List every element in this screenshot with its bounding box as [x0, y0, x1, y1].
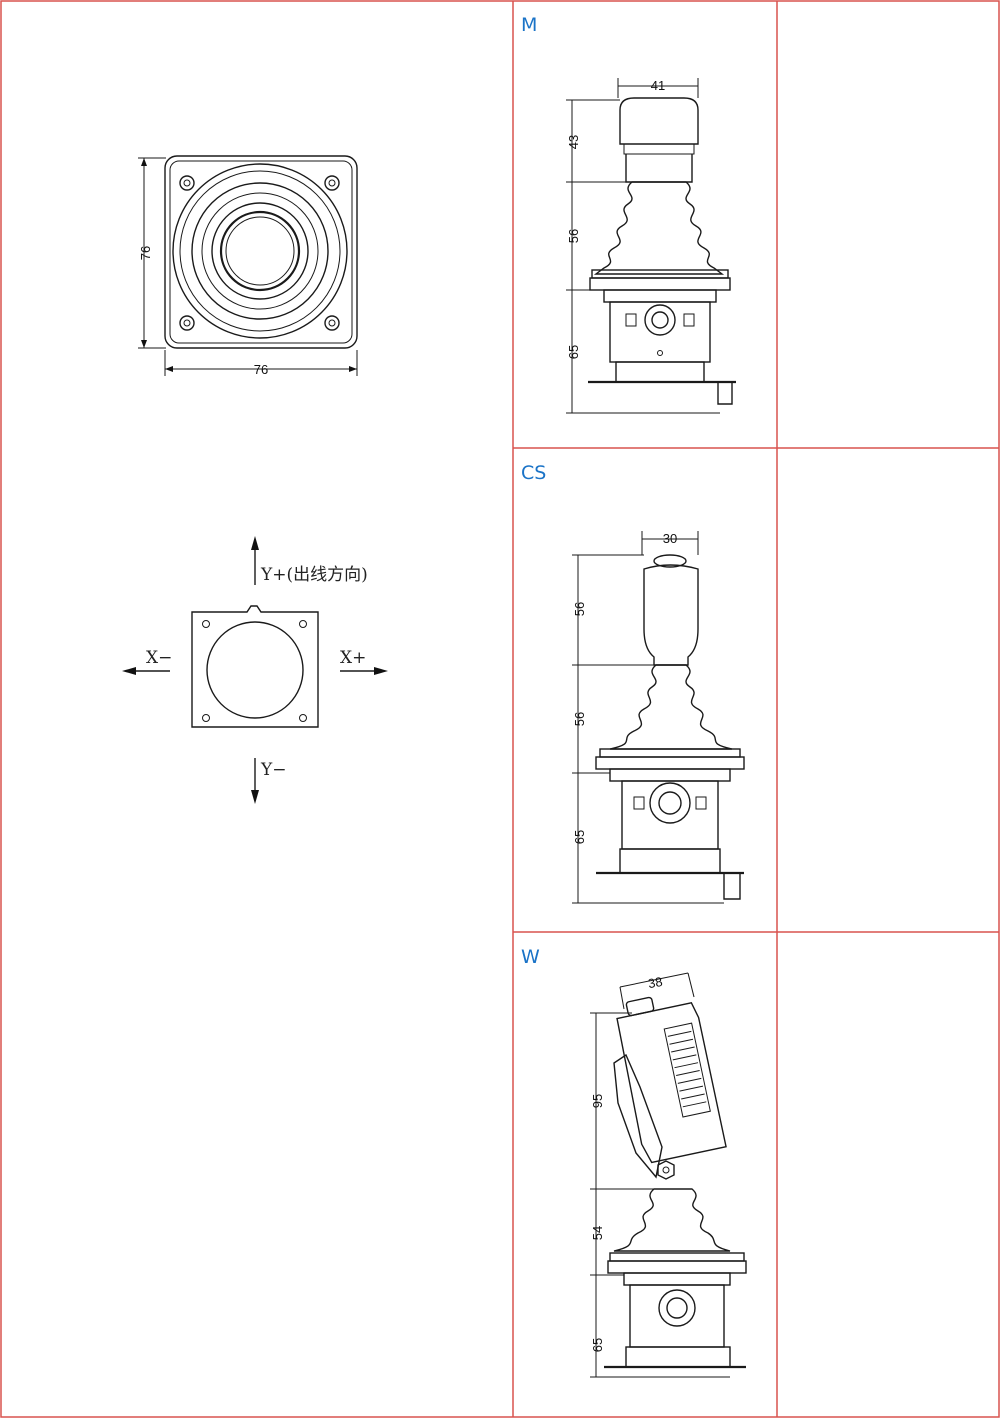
- cs-dim-grip-height: 56: [572, 602, 587, 616]
- cs-dim-boot-height: 56: [572, 712, 587, 726]
- m-dim-knob-width: 41: [651, 78, 665, 93]
- flange-outline: [164, 155, 358, 349]
- m-dim-body-height: 65: [566, 345, 581, 359]
- top-view-drawing: 76 76: [138, 155, 358, 377]
- mounting-plate: [191, 605, 319, 728]
- cs-dim-body-height: 65: [572, 830, 587, 844]
- y-plus-label: Y+(出线方向): [260, 565, 368, 585]
- y-plus-arrow: [251, 536, 259, 550]
- mounting-holes: [179, 175, 340, 331]
- y-minus-label: Y−: [260, 760, 286, 780]
- x-plus-label: X+: [340, 648, 366, 668]
- cs-dim-grip-width: 30: [663, 531, 677, 546]
- m-side-view: 41 43 56 65: [566, 78, 736, 414]
- x-minus-label: X−: [146, 648, 172, 668]
- w-dim-body-height: 65: [590, 1338, 605, 1352]
- direction-diagram: Y+(出线方向) X− X+ Y−: [122, 536, 388, 804]
- w-dim-grip-width: 38: [647, 974, 664, 991]
- x-minus-arrow: [122, 667, 136, 675]
- cs-side-view: 30 56 56 65: [572, 531, 745, 904]
- w-dim-boot-height: 54: [590, 1226, 605, 1240]
- w-dim-grip-height: 95: [590, 1094, 605, 1108]
- y-minus-arrow: [251, 790, 259, 804]
- m-body: [609, 301, 711, 363]
- section-label-m: M: [521, 14, 538, 36]
- cs-grip: [643, 564, 699, 666]
- m-dim-boot-height: 56: [566, 229, 581, 243]
- w-bellows: [613, 1188, 731, 1252]
- w-side-view: 38 95 54 65: [590, 972, 747, 1378]
- m-dim-knob-height: 43: [566, 135, 581, 149]
- section-label-cs: CS: [521, 462, 547, 484]
- section-label-w: W: [521, 946, 540, 968]
- cs-body: [621, 780, 719, 850]
- m-bellows: [593, 181, 725, 275]
- stick-base-circle: [219, 210, 301, 292]
- w-handle: [616, 996, 727, 1164]
- x-plus-arrow: [374, 667, 388, 675]
- m-knob: [619, 97, 699, 145]
- height-dimension: 76: [138, 246, 153, 260]
- w-body: [629, 1284, 725, 1348]
- width-dimension: 76: [254, 362, 268, 377]
- w-trigger: [613, 1053, 663, 1179]
- cs-bellows: [609, 664, 733, 750]
